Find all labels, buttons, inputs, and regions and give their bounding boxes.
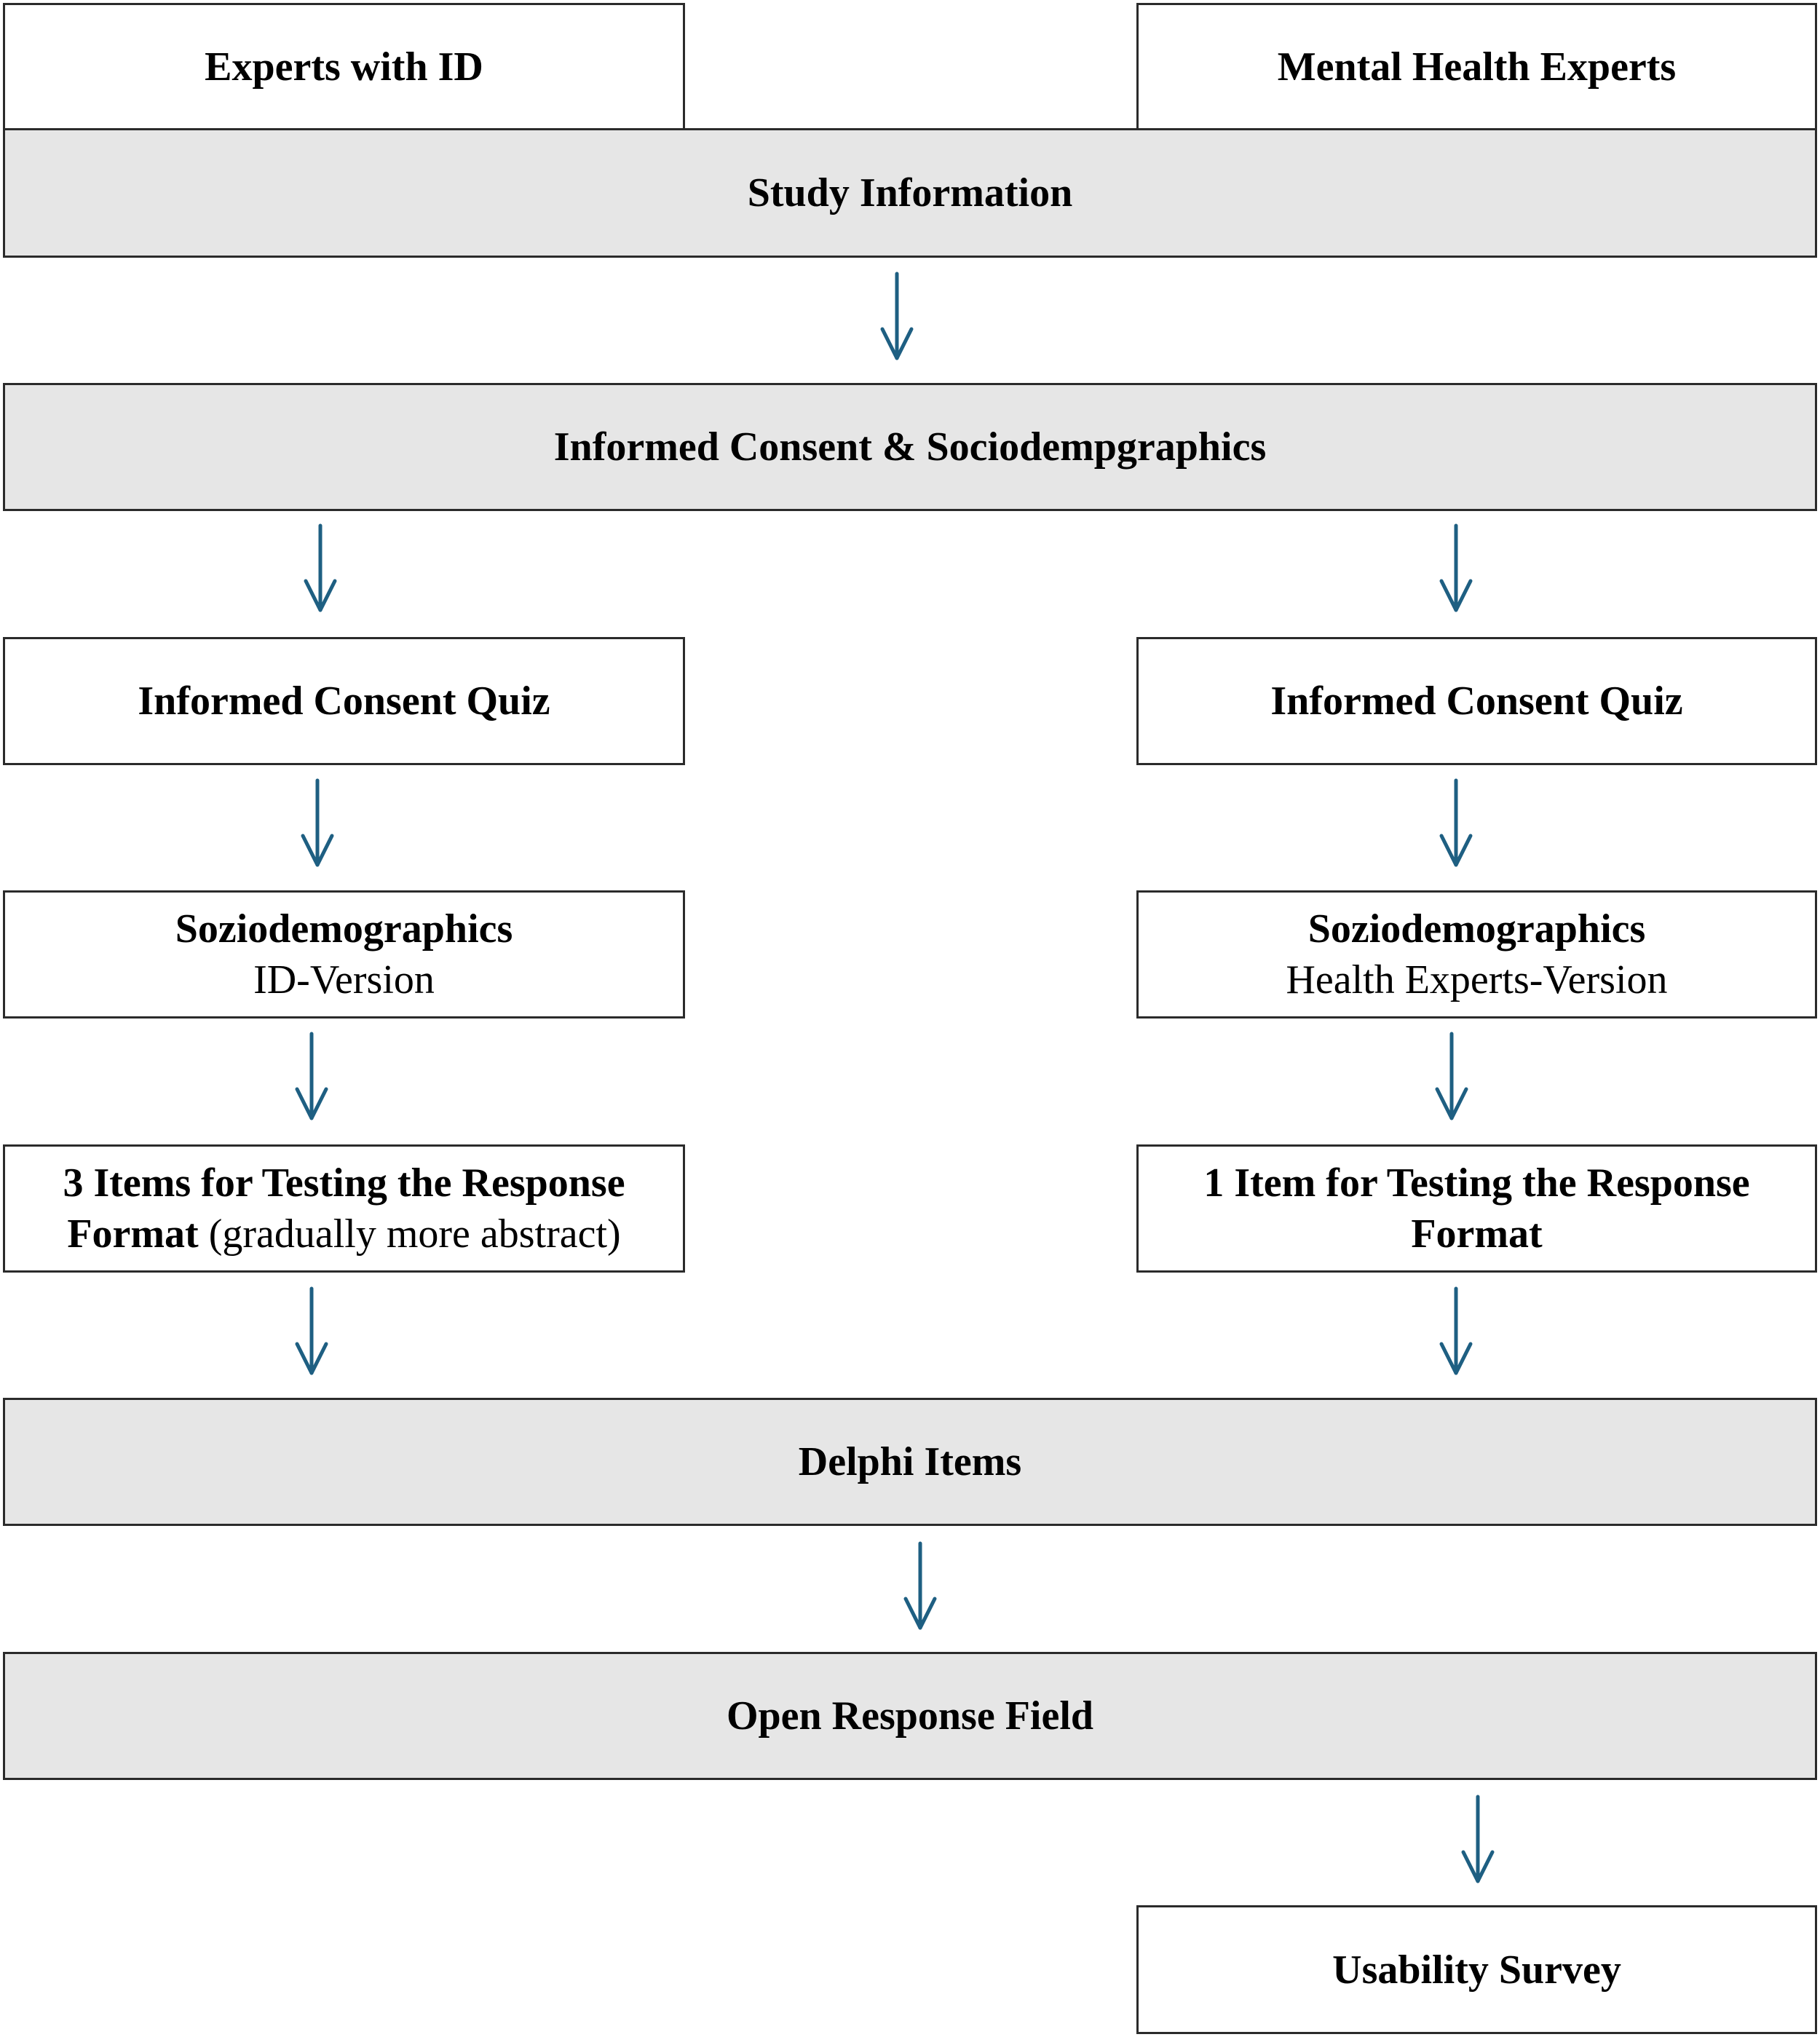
arrow-items-right-to-delphi [1439, 1286, 1473, 1375]
study-information-label: Study Information [747, 170, 1073, 215]
response-format-items-right-box: 1 Item for Testing the Response Format [1136, 1144, 1817, 1273]
sociodemographics-left-box: Soziodemographics ID-Version [3, 890, 685, 1018]
arrow-consent-to-quiz-right [1439, 523, 1473, 612]
response-format-items-left-line1: 3 Items for Testing the Response [63, 1160, 625, 1206]
response-format-items-left-box: 3 Items for Testing the Response Format … [3, 1144, 685, 1273]
response-format-items-left-line2: Format (gradually more abstract) [67, 1209, 620, 1259]
sociodemographics-left-title: Soziodemographics [175, 906, 513, 952]
consent-quiz-right-label: Informed Consent Quiz [1270, 679, 1683, 724]
consent-quiz-left-box: Informed Consent Quiz [3, 637, 685, 765]
sociodemographics-left-subtitle: ID-Version [253, 957, 435, 1002]
sociodemographics-right-box: Soziodemographics Health Experts-Version [1136, 890, 1817, 1018]
arrow-quiz-to-socio-right [1439, 778, 1473, 867]
sociodemographics-right-title: Soziodemographics [1307, 906, 1646, 952]
arrow-open-response-to-usability [1461, 1795, 1495, 1883]
open-response-field-box: Open Response Field [3, 1652, 1817, 1780]
experts-with-id-box: Experts with ID [3, 3, 685, 130]
open-response-field-label: Open Response Field [726, 1693, 1094, 1739]
arrow-study-to-consent [880, 272, 914, 360]
response-format-items-left-note: (gradually more abstract) [208, 1211, 621, 1257]
consent-sociodemographics-label: Informed Consent & Sociodempgraphics [553, 424, 1267, 470]
arrow-items-left-to-delphi [295, 1286, 328, 1375]
delphi-items-box: Delphi Items [3, 1398, 1817, 1526]
response-format-items-right-line1: 1 Item for Testing the Response [1203, 1160, 1750, 1206]
arrow-consent-to-quiz-left [304, 523, 337, 612]
arrow-socio-to-items-left [295, 1032, 328, 1120]
sociodemographics-right-subtitle: Health Experts-Version [1286, 957, 1668, 1002]
consent-sociodemographics-box: Informed Consent & Sociodempgraphics [3, 383, 1817, 511]
arrow-socio-to-items-right [1435, 1032, 1468, 1120]
experts-with-id-label: Experts with ID [205, 44, 483, 90]
delphi-items-label: Delphi Items [798, 1439, 1022, 1484]
response-format-items-left-format: Format [67, 1211, 199, 1257]
mental-health-experts-label: Mental Health Experts [1277, 44, 1677, 90]
consent-quiz-right-box: Informed Consent Quiz [1136, 637, 1817, 765]
response-format-items-right-line2: Format [1411, 1211, 1543, 1257]
arrow-delphi-to-open-response [903, 1541, 937, 1630]
consent-quiz-left-label: Informed Consent Quiz [138, 679, 550, 724]
study-information-box: Study Information [3, 128, 1817, 258]
usability-survey-label: Usability Survey [1332, 1947, 1621, 1993]
arrow-quiz-to-socio-left [301, 778, 334, 867]
usability-survey-box: Usability Survey [1136, 1905, 1817, 2034]
